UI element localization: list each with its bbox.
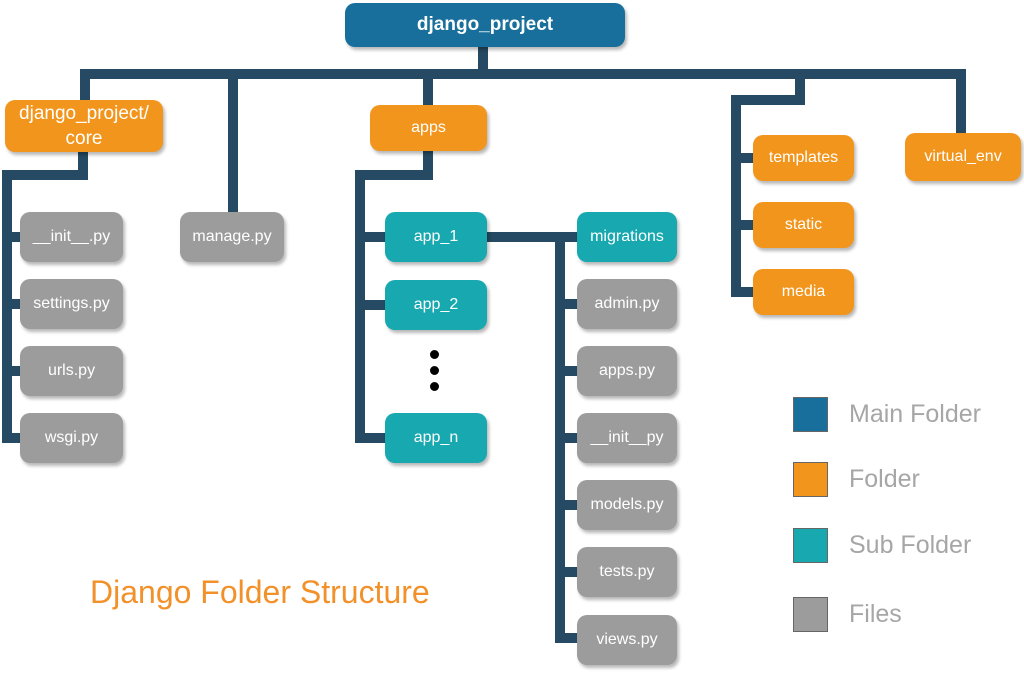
connector-stub-app-n [363,433,387,443]
connector-stub-templates [739,153,755,163]
connector-app1-to-migrations [486,232,566,242]
connector-apps-elbow-horizontal [355,170,433,180]
node-manage-py: manage.py [180,212,284,262]
node-wsgi-py: wsgi.py [20,413,123,463]
connector-right-group-horizontal [731,95,805,105]
connector-right-group-rail [731,95,741,297]
connector-stub-views [563,633,579,643]
node-apps-py: apps.py [577,346,677,396]
connector-manage-drop [228,69,238,213]
connector-stub-settings [10,299,22,309]
connector-stub-app-2 [363,300,387,310]
connector-stub-tests [563,567,579,577]
vertical-ellipsis-icon [430,350,440,398]
node-init-py-app: __init__py [577,413,677,463]
connector-stub-media [739,287,755,297]
legend-swatch-sub-folder [793,528,828,563]
connector-stub-models [563,500,579,510]
legend-label-main-folder: Main Folder [849,400,981,428]
node-migrations: migrations [577,212,677,262]
connector-stub-app-1 [363,232,387,242]
connector-apps-drop [423,69,433,106]
connector-virtual-env-drop [956,69,966,133]
connector-right-group-drop [795,69,805,105]
legend-swatch-files [793,597,828,632]
connector-stub-wsgi [10,433,22,443]
connector-stub-migrations [563,232,579,242]
node-admin-py: admin.py [577,279,677,329]
node-virtual-env: virtual_env [905,133,1021,181]
connector-root-stub [478,45,488,71]
node-urls-py: urls.py [20,346,123,396]
node-core-label-line1: django_project/ [19,103,149,124]
ellipsis-dot [430,350,439,359]
node-django-project: django_project [345,3,625,47]
node-models-py: models.py [577,480,677,530]
legend-row-sub-folder: Sub Folder [793,528,971,563]
connector-stub-admin [563,299,579,309]
connector-stub-init-core [10,232,22,242]
node-views-py: views.py [577,615,677,665]
connector-stub-urls [10,366,22,376]
connector-stub-apps-py [563,366,579,376]
node-settings-py: settings.py [20,279,123,329]
node-apps: apps [370,105,487,151]
node-core-label-line2: core [65,128,103,149]
node-app-n: app_n [385,413,487,463]
ellipsis-dot [430,382,439,391]
legend-label-folder: Folder [849,465,920,493]
node-app-2: app_2 [385,280,487,330]
connector-stub-init-app [563,433,579,443]
node-django-project-core: django_project/ core [5,100,163,152]
legend-swatch-folder [793,462,828,497]
connector-main-horizontal [80,69,966,79]
node-templates: templates [753,135,854,181]
legend-row-folder: Folder [793,462,920,497]
connector-core-elbow-horizontal [2,170,88,180]
connector-core-elbow-vertical [78,150,88,180]
legend-label-files: Files [849,600,902,628]
diagram-title: Django Folder Structure [90,574,430,610]
connector-app-files-rail [555,232,565,643]
ellipsis-dot [430,366,439,375]
connector-apps-elbow-vertical [423,149,433,180]
node-app-1: app_1 [385,212,487,262]
node-static: static [753,202,854,248]
legend-label-sub-folder: Sub Folder [849,531,972,559]
node-tests-py: tests.py [577,547,677,597]
connector-core-files-rail [2,170,12,443]
legend-row-files: Files [793,597,902,632]
node-media: media [753,269,854,315]
legend-swatch-main-folder [793,397,828,432]
connector-stub-static [739,220,755,230]
connector-apps-rail [355,170,365,443]
legend-row-main-folder: Main Folder [793,397,981,432]
connector-core-drop [80,69,90,101]
node-init-py-core: __init__.py [20,212,123,262]
